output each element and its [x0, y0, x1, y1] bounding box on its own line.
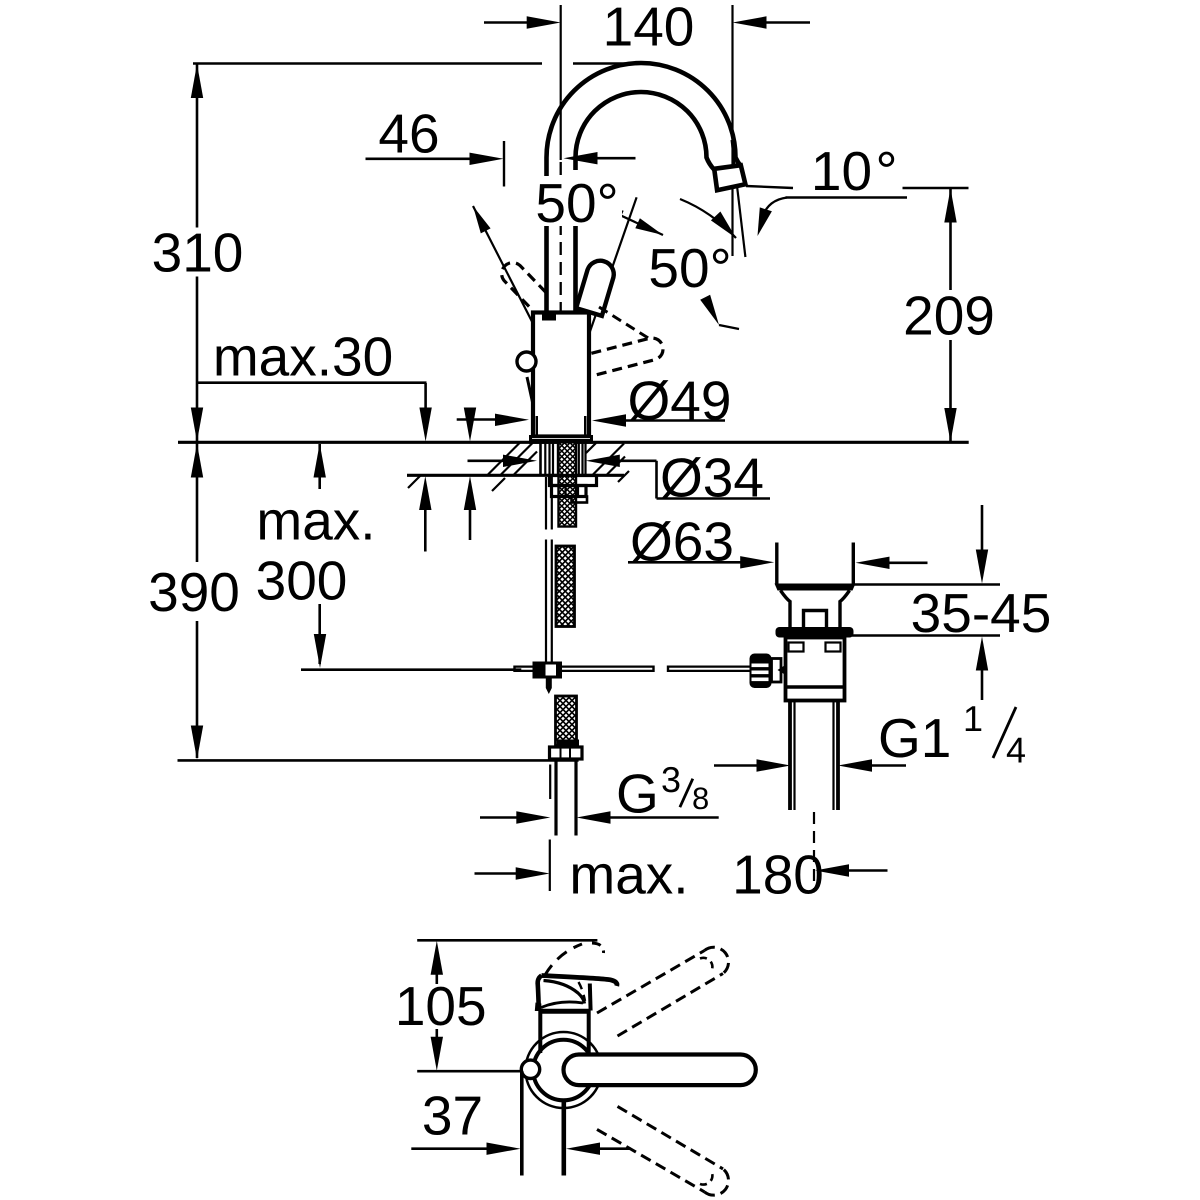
svg-text:Ø63: Ø63: [630, 511, 734, 573]
svg-text:46: 46: [378, 103, 439, 165]
svg-text:105: 105: [395, 975, 487, 1037]
svg-text:10: 10: [811, 140, 872, 202]
svg-text:390: 390: [148, 561, 240, 623]
svg-text:300: 300: [256, 550, 348, 612]
svg-text:4: 4: [1006, 730, 1026, 771]
svg-text:310: 310: [152, 222, 244, 284]
svg-text:°: °: [876, 140, 898, 202]
svg-text:35-45: 35-45: [911, 582, 1052, 644]
svg-text:50°: 50°: [648, 237, 731, 299]
svg-text:Ø34: Ø34: [660, 447, 764, 509]
svg-text:180: 180: [732, 844, 824, 906]
svg-text:Ø49: Ø49: [628, 370, 732, 432]
svg-text:3: 3: [661, 759, 681, 800]
svg-text:max.: max.: [256, 490, 375, 552]
svg-text:max.30: max.30: [213, 326, 393, 388]
svg-text:140: 140: [603, 0, 695, 58]
svg-text:50°: 50°: [535, 172, 618, 234]
svg-text:1: 1: [963, 698, 983, 739]
svg-text:37: 37: [422, 1085, 483, 1147]
svg-text:G: G: [616, 763, 659, 825]
svg-text:8: 8: [692, 781, 709, 816]
svg-text:max.: max.: [569, 844, 688, 906]
svg-text:209: 209: [903, 285, 995, 347]
svg-text:G1: G1: [878, 707, 951, 769]
